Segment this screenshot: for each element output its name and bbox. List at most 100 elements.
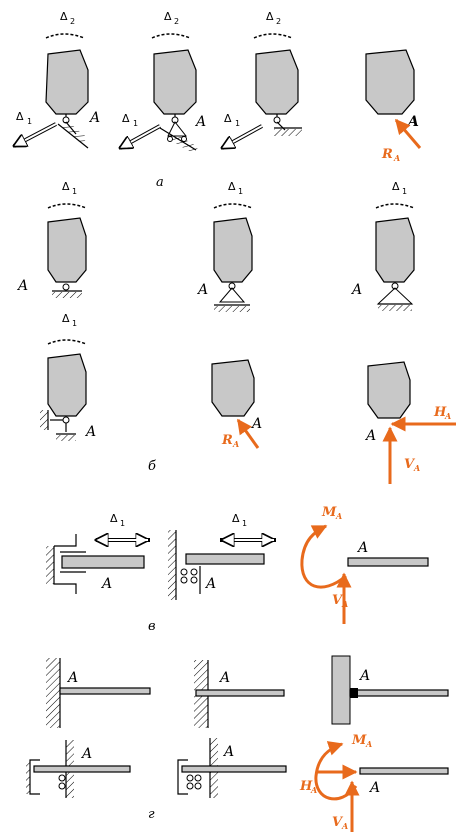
body-b5: A R A: [211, 359, 262, 449]
reaction-label: R: [221, 433, 233, 448]
beam: [181, 765, 287, 773]
body-shape: [47, 217, 87, 283]
body-a1: Δ 2 Δ 1 A: [14, 10, 100, 149]
row-b-top: Δ 1 A Δ 1 A Δ 1: [16, 180, 415, 312]
reactions-v3: A M A V A: [300, 505, 429, 624]
reaction-V-label: V: [332, 815, 344, 830]
point-label: A: [358, 668, 370, 684]
body-shape: [153, 49, 197, 115]
reaction-arrow: [394, 118, 422, 149]
beam: [61, 555, 145, 569]
point-label: A: [194, 114, 206, 130]
roller: [180, 576, 188, 584]
roller: [194, 782, 202, 790]
pin-joint: [62, 283, 70, 291]
point-label: A: [250, 416, 262, 432]
support-triangle: [376, 287, 414, 305]
reaction-V-label: V: [404, 457, 416, 472]
pin-joint: [228, 282, 236, 290]
point-label: A: [88, 110, 100, 126]
point-label: A: [80, 746, 92, 762]
caption-a: а: [156, 175, 164, 190]
delta-subscript: 1: [235, 119, 240, 128]
delta-label: Δ: [62, 312, 70, 325]
delta-subscript: 1: [72, 319, 77, 328]
body-b2: Δ 1 A: [196, 180, 253, 312]
displacement-arrow: [222, 125, 263, 148]
row-v: Δ 1 A Δ 1 A: [46, 505, 429, 634]
point-label: A: [350, 282, 362, 298]
ground-hatch: [274, 129, 302, 136]
body-shape: [47, 353, 87, 417]
moment-label: M: [321, 505, 337, 520]
wall-hatch: [168, 530, 176, 600]
body-shape: [375, 217, 415, 283]
point-label: A: [222, 744, 234, 760]
reaction-H-subscript: A: [444, 411, 451, 421]
roller: [186, 774, 194, 782]
point-label: A: [218, 670, 230, 686]
reactions-g6: M A H A V A A: [299, 733, 449, 832]
body-shape: [365, 49, 415, 115]
delta-label: Δ: [164, 10, 172, 23]
displacement-arrow: [14, 123, 57, 146]
point-label: A: [66, 670, 78, 686]
fixed-g2: A: [194, 660, 285, 728]
body-b1: Δ 1 A: [16, 180, 87, 298]
pin-joint: [62, 416, 70, 424]
delta-subscript: 1: [402, 187, 407, 196]
delta-subscript: 2: [174, 17, 179, 26]
reaction-V-subscript: A: [413, 463, 420, 473]
point-label: A: [368, 780, 380, 796]
moment-subscript: A: [365, 739, 372, 749]
caption-v: в: [148, 619, 156, 634]
delta-label: Δ: [110, 512, 118, 525]
clamp-frame: [53, 546, 77, 594]
row-g-top: A A A: [46, 655, 449, 728]
reaction-H-subscript: A: [310, 785, 317, 795]
body-a2: Δ 2 Δ 1 A: [120, 10, 206, 154]
ground-hatch: [214, 306, 250, 312]
roller: [190, 576, 198, 584]
delta-label: Δ: [62, 180, 70, 193]
delta-subscript: 1: [133, 119, 138, 128]
rotation-arrow: [253, 33, 293, 39]
row-a: Δ 2 Δ 1 A Δ 2: [14, 10, 422, 190]
clamp-v1: Δ 1 A: [46, 512, 150, 594]
reaction-H-label: H: [299, 779, 313, 794]
moment-label: M: [351, 733, 367, 748]
point-label: A: [356, 540, 368, 556]
ground-hatch: [52, 292, 82, 298]
beam: [195, 689, 285, 697]
delta-subscript: 1: [238, 187, 243, 196]
reaction-arrow: [236, 418, 260, 449]
reaction-V-label: V: [332, 593, 344, 608]
delta-subscript: 1: [242, 519, 247, 528]
moment-subscript: A: [335, 511, 342, 521]
rotation-arrow: [45, 33, 85, 39]
rotation-arrow: [47, 339, 87, 345]
point-label: A: [406, 114, 419, 130]
delta-label: Δ: [266, 10, 274, 23]
beam: [33, 765, 131, 773]
body-b4: Δ 1 A: [40, 312, 96, 441]
delta-label: Δ: [228, 180, 236, 193]
rotation-arrow: [375, 203, 415, 209]
support-g4: A: [26, 740, 131, 798]
delta-label: Δ: [392, 180, 400, 193]
ground-hatch: [56, 435, 76, 441]
delta-label: Δ: [122, 112, 130, 125]
roller: [58, 774, 66, 782]
roller: [190, 568, 198, 576]
delta-label: Δ: [16, 110, 24, 123]
point-label: A: [364, 428, 376, 444]
point-label: A: [16, 278, 28, 294]
wall-hatch: [40, 410, 48, 430]
rotation-arrow: [213, 203, 253, 209]
wall-hatch: [46, 658, 60, 728]
ground-hatch: [378, 305, 412, 311]
pin-joint: [273, 116, 281, 124]
body-shape: [45, 49, 89, 115]
moment-arrow: [300, 524, 347, 589]
